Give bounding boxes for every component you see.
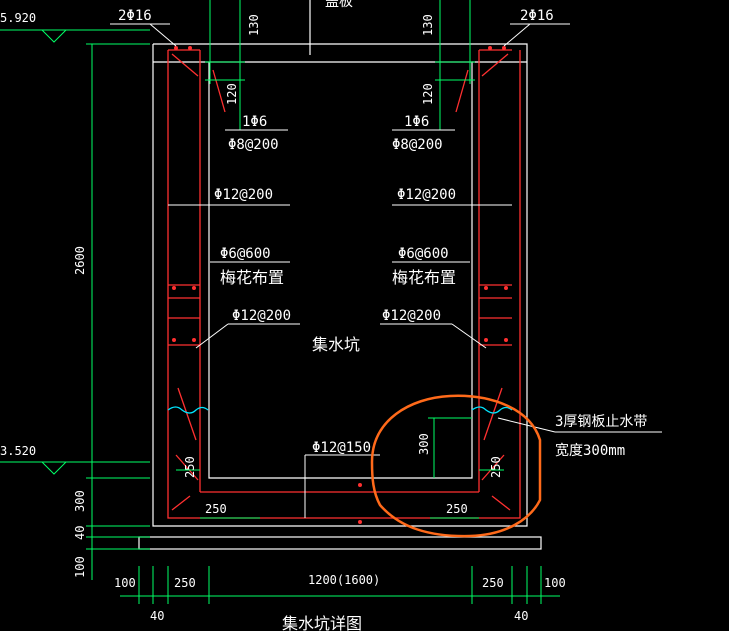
rebar-dot: [504, 286, 508, 290]
dim-b40-left: 40: [150, 609, 164, 623]
waterstop-left: [167, 406, 209, 414]
rebar-corner-left: [171, 495, 191, 511]
dim-40-left: 40: [73, 526, 87, 540]
dim-b250-right: 250: [482, 576, 504, 590]
dim-b-inner: 1200(1600): [308, 573, 380, 587]
dim-b40-right: 40: [514, 609, 528, 623]
phi6-600-left-label: Φ6@600: [220, 246, 271, 262]
rebar-dot: [504, 338, 508, 342]
rebar-bottom-left-diag: [177, 387, 197, 441]
dim-250-base-right: 250: [446, 502, 468, 516]
rebar-dot: [188, 46, 192, 50]
dim-300-inner: 300: [417, 433, 431, 455]
waterstop-right: [471, 406, 513, 414]
phi12-upper-right-label: Φ12@200: [397, 187, 456, 203]
dim-120-right: 120: [421, 83, 435, 105]
dim-b100-right: 100: [544, 576, 566, 590]
phi12-upper-left-label: Φ12@200: [214, 187, 273, 203]
rebar-corner-right: [491, 495, 511, 511]
rebar-dot: [172, 286, 176, 290]
text-labels: 5.920 3.520 盖板 2Φ16 2Φ16 1Φ6 1Φ6 Φ8@200 …: [0, 0, 647, 631]
rebar-base-right-diag: [481, 454, 505, 481]
leader-phi12-lower-right-diag: [451, 323, 487, 349]
dim-b100-left: 100: [114, 576, 136, 590]
elev-bottom-marker: [41, 461, 67, 475]
rebar-dot: [192, 338, 196, 342]
dim-250-wall-left: 250: [183, 456, 197, 478]
leader-waterstop: [497, 417, 556, 433]
rebar-dot: [172, 338, 176, 342]
lid-label: 盖板: [325, 0, 353, 10]
rebar-dot: [358, 483, 362, 487]
phi12-lower-right-label: Φ12@200: [382, 308, 441, 324]
dim-250-base-left: 250: [205, 502, 227, 516]
elev-top-label: 5.920: [0, 11, 36, 25]
elev-bottom-label: 3.520: [0, 444, 36, 458]
elev-top-marker: [41, 29, 67, 43]
rebar-top-left-diag: [171, 53, 199, 77]
dim-300-left: 300: [73, 490, 87, 512]
phi6-600-right-label: Φ6@600: [398, 246, 449, 262]
rebar-dot: [484, 286, 488, 290]
waterstop-label-1: 3厚钢板止水带: [555, 414, 647, 430]
leader-phi12-lower-left-diag: [195, 323, 229, 349]
review-markup-cloud: [370, 394, 542, 538]
phi8-right-label: Φ8@200: [392, 137, 443, 153]
concrete-outline: [138, 0, 542, 550]
rebar-top-left-label: 2Φ16: [118, 8, 152, 24]
rebar-dot: [174, 46, 178, 50]
rebar-dot: [488, 46, 492, 50]
phi8-left-label: Φ8@200: [228, 137, 279, 153]
dim-b250-left: 250: [174, 576, 196, 590]
pit-name-label: 集水坑: [312, 335, 360, 354]
rebar-dot: [502, 46, 506, 50]
waterstop-group: [167, 406, 513, 414]
rebar-bottom-right-diag: [483, 387, 503, 441]
dim-250-wall-right: 250: [489, 456, 503, 478]
dimension-lines: [0, 0, 560, 604]
rebar-base-left-diag: [175, 454, 199, 481]
rebar-dot: [484, 338, 488, 342]
rebar-top-right-diag: [481, 53, 509, 77]
leader-2phi16-left-d: [149, 23, 177, 47]
leader-lines: [110, 23, 662, 518]
plum-right-label: 梅花布置: [392, 268, 456, 287]
rebar-dots: [172, 46, 508, 524]
waterstop-label-2: 宽度300mm: [555, 442, 625, 459]
dim-130-right: 130: [421, 14, 435, 36]
inner-pit-outline: [208, 61, 473, 479]
rebar-left-outer: [167, 50, 521, 519]
leader-2phi16-right-d: [503, 23, 531, 47]
rebar-haunch-right: [455, 69, 469, 113]
rebar-haunch-left: [212, 69, 226, 113]
rebar-top-right-label: 2Φ16: [520, 8, 554, 24]
dim-100-left: 100: [73, 556, 87, 578]
plum-left-label: 梅花布置: [220, 268, 284, 287]
rebar-dot: [358, 520, 362, 524]
dim-130-left: 130: [247, 14, 261, 36]
dim-2600: 2600: [73, 246, 87, 275]
bottom-title-label: 集水坑详图: [282, 614, 362, 631]
outer-wall-outline: [152, 43, 528, 527]
phi6-left-label: 1Φ6: [242, 114, 267, 130]
phi12-lower-left-label: Φ12@200: [232, 308, 291, 324]
rebar-dot: [192, 286, 196, 290]
phi6-right-label: 1Φ6: [404, 114, 429, 130]
cushion-layer: [138, 536, 542, 550]
rebar-group: [167, 49, 521, 519]
phi12-bottom-label: Φ12@150: [312, 440, 371, 456]
dim-120-left: 120: [225, 83, 239, 105]
